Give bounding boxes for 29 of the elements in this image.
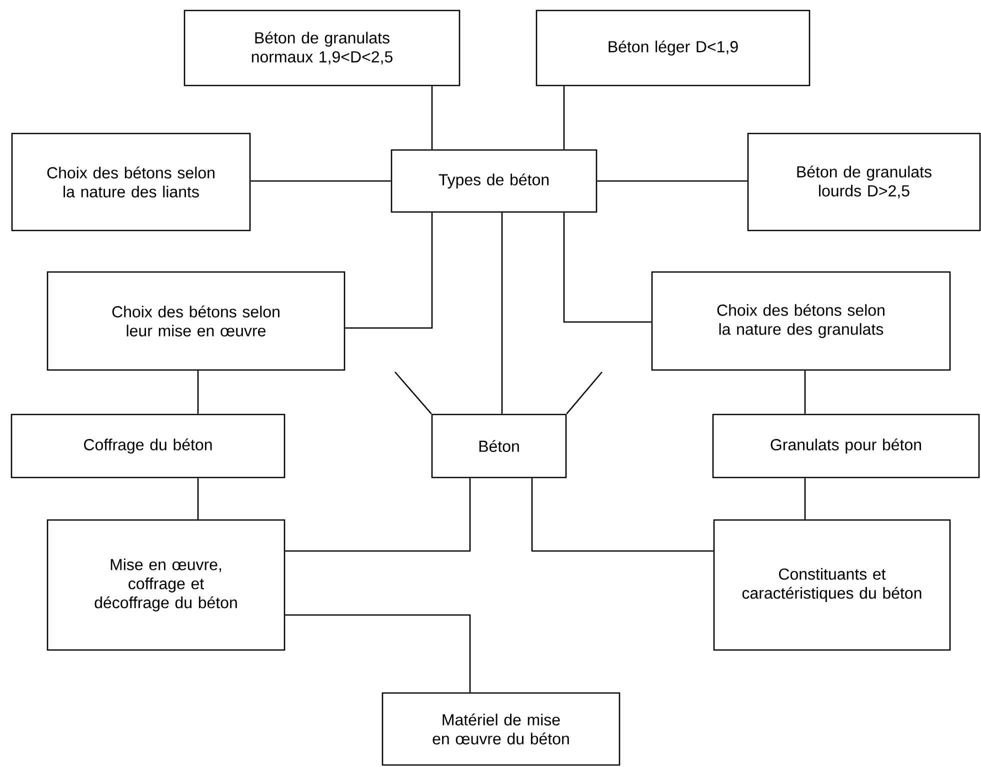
connector-line — [804, 478, 806, 520]
box: Constituants et caractéristiques du béton — [713, 519, 951, 651]
box: Types de béton — [390, 149, 598, 213]
box: Choix des bétons selon la nature des liants — [11, 132, 251, 232]
box: Coffrage du béton — [10, 414, 286, 478]
box: Granulats pour béton — [712, 414, 980, 478]
connector-line — [566, 372, 602, 414]
connector-line — [804, 370, 806, 414]
connector-line — [197, 370, 199, 414]
box: Béton de granulats lourds D>2,5 — [747, 132, 981, 232]
box: Matériel de mise en œuvre du béton — [382, 692, 620, 766]
connector-line — [394, 372, 432, 414]
connector-line — [285, 614, 471, 692]
box: Mise en œuvre, coffrage et décoffrage du béton — [46, 519, 286, 651]
connector-line — [431, 86, 433, 150]
connector-line — [597, 180, 748, 182]
box: Choix des bétons selon la nature des granulats — [651, 271, 951, 371]
connector-line — [531, 478, 714, 552]
connector-line — [197, 478, 199, 520]
box: Béton léger D<1,9 — [536, 10, 810, 86]
box: Béton de granulats normaux 1,9<D<2,5 — [184, 10, 460, 86]
connector-line — [563, 212, 652, 323]
box: Choix des bétons selon leur mise en œuvre — [46, 271, 346, 371]
box: Béton — [431, 414, 567, 478]
connector-line — [563, 86, 565, 150]
connector-line — [250, 180, 391, 182]
connector-line — [345, 212, 433, 329]
connector-line — [285, 478, 471, 552]
connector-line — [501, 212, 503, 414]
